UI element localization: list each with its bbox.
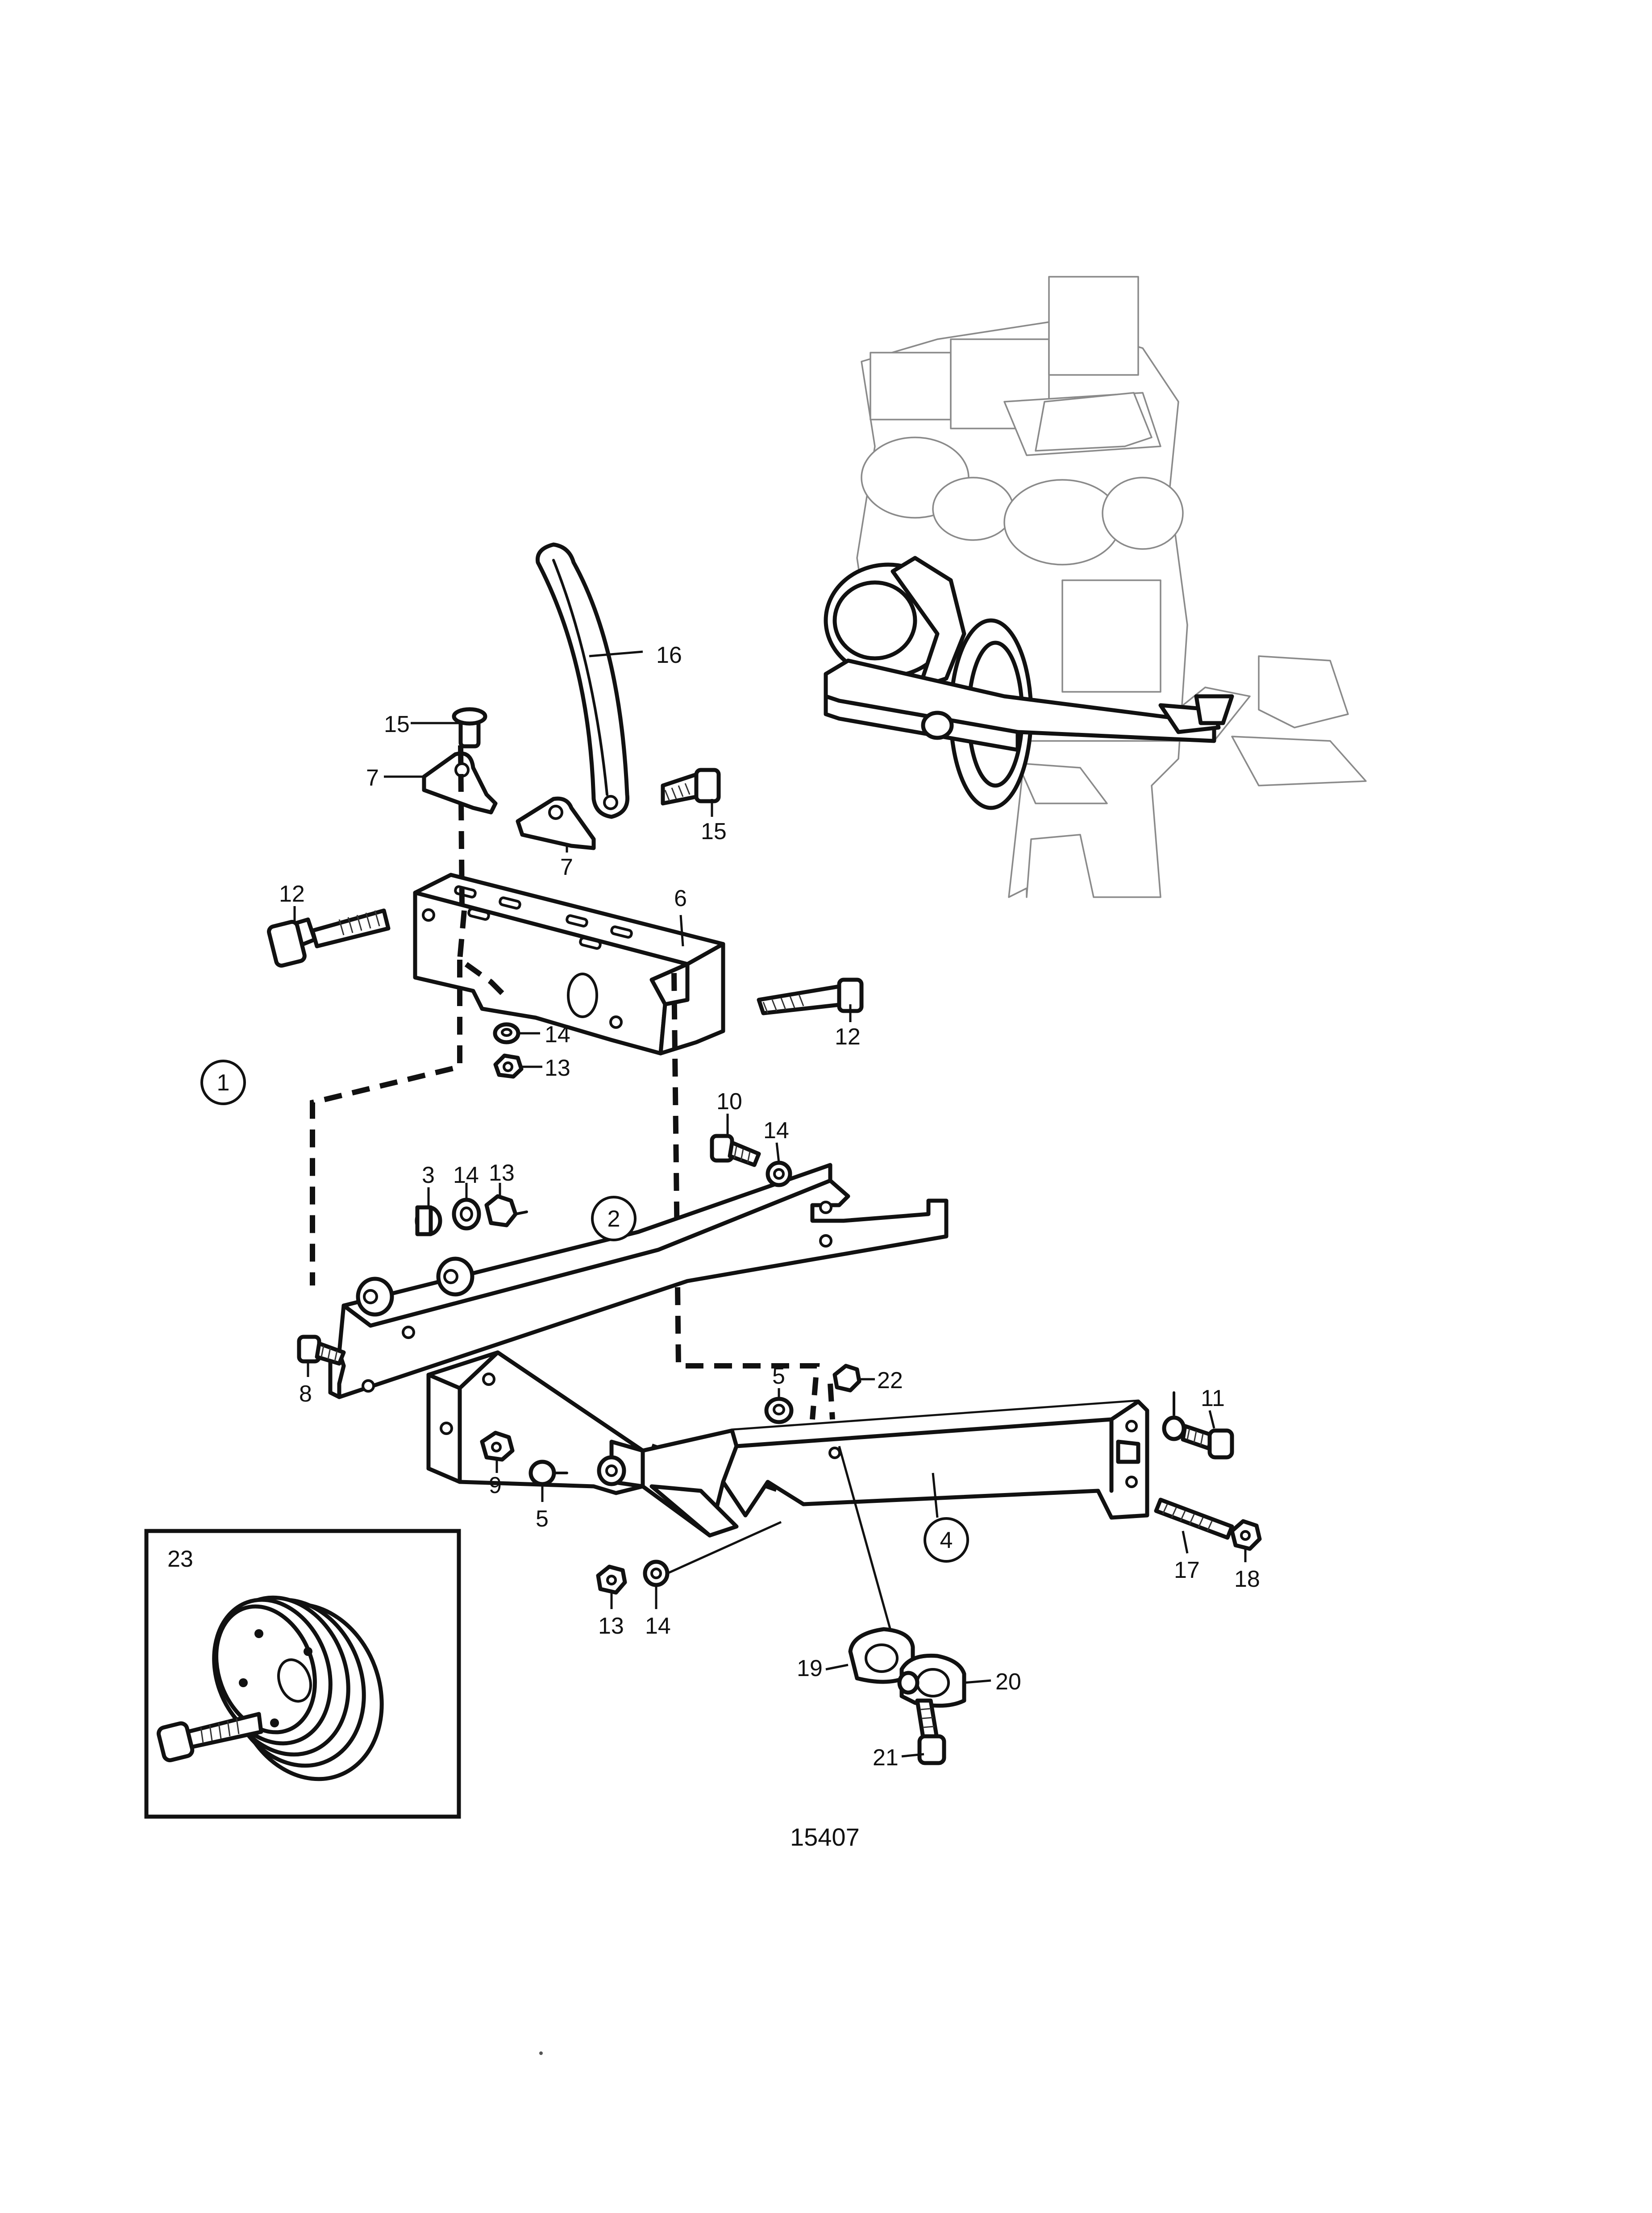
stud-part-17 — [1154, 1498, 1234, 1540]
nut-part-13-lower — [596, 1564, 627, 1595]
label-14c: 14 — [763, 1118, 789, 1144]
clamp-part-20 — [897, 1653, 966, 1708]
label-7a: 7 — [366, 765, 379, 791]
bushing-part-5-upper — [764, 1397, 794, 1424]
part-number-labels: 16 15 15 7 7 12 12 6 14 13 3 14 13 10 14… — [167, 642, 1260, 1771]
bolt-part-21 — [915, 1698, 946, 1765]
label-16: 16 — [656, 642, 682, 668]
adjusting-arm-part-16 — [535, 542, 630, 819]
label-23: 23 — [167, 1546, 193, 1572]
stray-dot — [539, 2051, 543, 2055]
label-12a: 12 — [279, 881, 305, 907]
label-15b: 15 — [701, 819, 727, 844]
bushing-part-3 — [415, 1205, 442, 1236]
label-13a: 13 — [545, 1055, 570, 1081]
label-8: 8 — [299, 1381, 312, 1407]
nut-part-13-top — [493, 1053, 524, 1079]
svg-text:4: 4 — [940, 1527, 953, 1553]
support-bracket-part-4 — [426, 1350, 1149, 1538]
label-22: 22 — [877, 1368, 903, 1394]
label-13b: 13 — [489, 1160, 515, 1186]
label-10: 10 — [716, 1089, 742, 1115]
circled-callout-1: 1 — [200, 1060, 246, 1105]
label-9: 9 — [489, 1473, 502, 1498]
label-21: 21 — [873, 1745, 899, 1771]
label-13c: 13 — [598, 1613, 624, 1639]
clamp-part-19 — [848, 1627, 915, 1684]
label-12b: 12 — [835, 1024, 861, 1050]
label-14a: 14 — [545, 1022, 570, 1048]
engine-overview-illustration — [824, 276, 1367, 898]
inset-pulley-part-23 — [144, 1529, 461, 1819]
label-5a: 5 — [772, 1363, 785, 1389]
label-14d: 14 — [645, 1613, 671, 1639]
washer-part-14-mid — [452, 1198, 481, 1231]
alternator-bracket-part-6 — [413, 873, 725, 1056]
label-15a: 15 — [384, 711, 410, 737]
svg-text:2: 2 — [608, 1206, 620, 1232]
label-17: 17 — [1174, 1557, 1200, 1583]
leader-lines — [293, 650, 1247, 1758]
bushing-part-5-lower — [528, 1460, 568, 1486]
bolt-part-8 — [297, 1335, 346, 1366]
label-18: 18 — [1234, 1566, 1260, 1592]
bolt-part-12-right — [757, 978, 864, 1015]
label-6: 6 — [674, 886, 687, 911]
bolt-part-15-top — [452, 707, 487, 749]
figure-number: 15407 — [790, 1823, 860, 1851]
svg-text:1: 1 — [217, 1070, 230, 1096]
nut-part-13-mid — [484, 1194, 528, 1227]
nut-part-22 — [832, 1364, 861, 1393]
label-7b: 7 — [560, 854, 573, 880]
label-20: 20 — [995, 1669, 1021, 1695]
washer-part-14-lower — [643, 1560, 670, 1587]
bolt-part-10 — [710, 1134, 761, 1167]
nut-part-9 — [480, 1431, 515, 1462]
label-11: 11 — [1201, 1385, 1225, 1411]
label-3: 3 — [422, 1162, 435, 1188]
circled-callout-4: 4 — [924, 1517, 969, 1563]
label-5b: 5 — [536, 1506, 549, 1532]
bolt-part-11 — [1162, 1391, 1234, 1460]
nut-part-18 — [1230, 1519, 1262, 1551]
label-14b: 14 — [453, 1162, 479, 1188]
bolt-part-15-right — [661, 768, 721, 806]
washer-part-14-right — [766, 1161, 792, 1187]
washer-part-14-top — [493, 1022, 520, 1044]
circled-callout-2: 2 — [591, 1196, 637, 1241]
bolt-part-12-left — [267, 908, 391, 968]
bracket-part-7-right — [516, 796, 596, 850]
label-19: 19 — [797, 1656, 823, 1681]
mounting-bracket-part-2 — [328, 1163, 949, 1399]
